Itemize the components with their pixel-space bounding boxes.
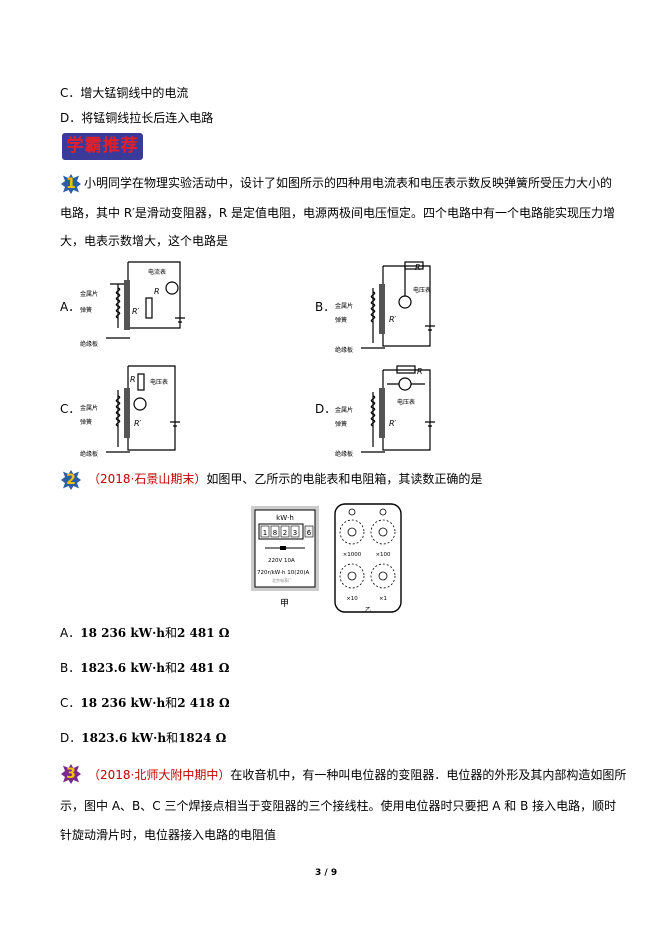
svg-text:R′: R′ <box>389 419 397 428</box>
svg-text:金属片: 金属片 <box>80 290 98 298</box>
svg-text:R: R <box>154 287 160 296</box>
svg-text:电流表: 电流表 <box>148 268 166 276</box>
svg-text:R: R <box>415 263 421 272</box>
svg-text:绝缘板: 绝缘板 <box>80 340 98 348</box>
q2-option-b: B．1823.6 kW·h和2 481 Ω <box>60 661 230 675</box>
svg-text:R′: R′ <box>389 315 397 324</box>
svg-text:弹簧: 弹簧 <box>335 316 347 324</box>
svg-text:1: 1 <box>263 529 267 537</box>
svg-text:电压表: 电压表 <box>397 398 415 406</box>
svg-text:×10: ×10 <box>346 596 358 602</box>
svg-text:电压表: 电压表 <box>413 286 431 294</box>
option-b-label: B． <box>315 300 336 314</box>
option-d-prev: D．将锰铜线拉长后连入电路 <box>60 111 214 125</box>
q2-question: 如图甲、乙所示的电能表和电阻箱，其读数正确的是 <box>206 472 483 486</box>
circuit-a: 金属片 弹簧 绝缘板 电流表 R R′ <box>80 261 185 348</box>
q3-text-1: （2018·北师大附中期中）在收音机中，有一种叫电位器的变阻器．电位器的外形及其… <box>88 768 627 782</box>
circuit-c: 金属片 弹簧 绝缘板 电压表 R R′ <box>80 365 180 457</box>
question-number-badge: 2 <box>61 470 81 490</box>
q2-source: （2018·石景山期末） <box>88 472 207 486</box>
option-a-label: A． <box>60 300 81 314</box>
q2-option-d: D．1823.6 kW·h和1824 Ω <box>60 731 227 745</box>
svg-text:R: R <box>417 367 423 376</box>
question-number-badge: 1 <box>61 174 81 194</box>
q2-option-c: C．18 236 kW·h和2 418 Ω <box>60 696 230 710</box>
svg-text:6: 6 <box>307 529 312 537</box>
svg-text:甲: 甲 <box>280 598 289 609</box>
q3-text-3: 针旋动滑片时，电位器接入电路的电阻值 <box>60 828 277 842</box>
circuit-b: 金属片 弹簧 绝缘板 电压表 R R′ <box>335 261 435 353</box>
option-c-label: C． <box>60 402 81 416</box>
svg-text:8: 8 <box>273 529 277 537</box>
option-c-prev: C．增大锰铜线中的电流 <box>60 86 189 100</box>
svg-text:金属片: 金属片 <box>335 302 353 310</box>
svg-text:绝缘板: 绝缘板 <box>335 450 353 457</box>
svg-text:R′: R′ <box>132 307 140 316</box>
q1-text-1: 小明同学在物理实验活动中，设计了如图所示的四种用电流表和电压表示数反映弹簧所受压… <box>84 176 613 190</box>
svg-text:绝缘板: 绝缘板 <box>335 346 353 353</box>
q2-option-a: A．18 236 kW·h和2 481 Ω <box>60 626 230 640</box>
svg-text:金属片: 金属片 <box>335 406 353 414</box>
svg-text:R′: R′ <box>134 419 142 428</box>
option-d-label: D． <box>315 402 337 416</box>
q2-text: （2018·石景山期末）如图甲、乙所示的电能表和电阻箱，其读数正确的是 <box>88 472 482 486</box>
svg-text:2: 2 <box>283 529 287 537</box>
circuit-d: 金属片 弹簧 绝缘板 电压表 R R′ <box>335 365 435 457</box>
meter-and-resistance-box: kW·h 1 8 2 3 6 220V 10A 720r/kW·h 10(20)A… <box>251 503 402 614</box>
svg-text:北京电表厂: 北京电表厂 <box>272 577 292 583</box>
svg-text:电压表: 电压表 <box>150 378 168 386</box>
svg-text:弹簧: 弹簧 <box>335 420 347 428</box>
svg-text:金属片: 金属片 <box>80 404 98 412</box>
svg-text:3: 3 <box>293 529 297 537</box>
svg-text:kW·h: kW·h <box>276 514 294 522</box>
svg-text:绝缘板: 绝缘板 <box>80 450 98 457</box>
section-banner: 学霸推荐 <box>62 133 143 160</box>
svg-text:乙: 乙 <box>365 607 371 614</box>
svg-text:220V 10A: 220V 10A <box>268 558 295 564</box>
svg-text:弹簧: 弹簧 <box>80 306 92 314</box>
page-number: 3 / 9 <box>315 868 338 878</box>
svg-text:×100: ×100 <box>375 552 391 558</box>
svg-text:弹簧: 弹簧 <box>80 418 92 426</box>
svg-text:R: R <box>130 375 136 384</box>
svg-text:×1000: ×1000 <box>343 552 362 558</box>
q3-text-2: 示，图中 A、B、C 三个焊接点相当于变阻器的三个接线柱。使用电位器时只要把 A… <box>60 799 617 813</box>
svg-text:×1: ×1 <box>379 596 387 602</box>
question-number-badge: 3 <box>61 764 81 784</box>
q1-text-3: 大，电表示数增大，这个电路是 <box>60 234 229 248</box>
q1-text-2: 电路，其中 R′是滑动变阻器，R 是定值电阻，电源两极间电压恒定。四个电路中有一… <box>60 206 616 220</box>
svg-text:720r/kW·h 10(20)A: 720r/kW·h 10(20)A <box>257 570 310 576</box>
